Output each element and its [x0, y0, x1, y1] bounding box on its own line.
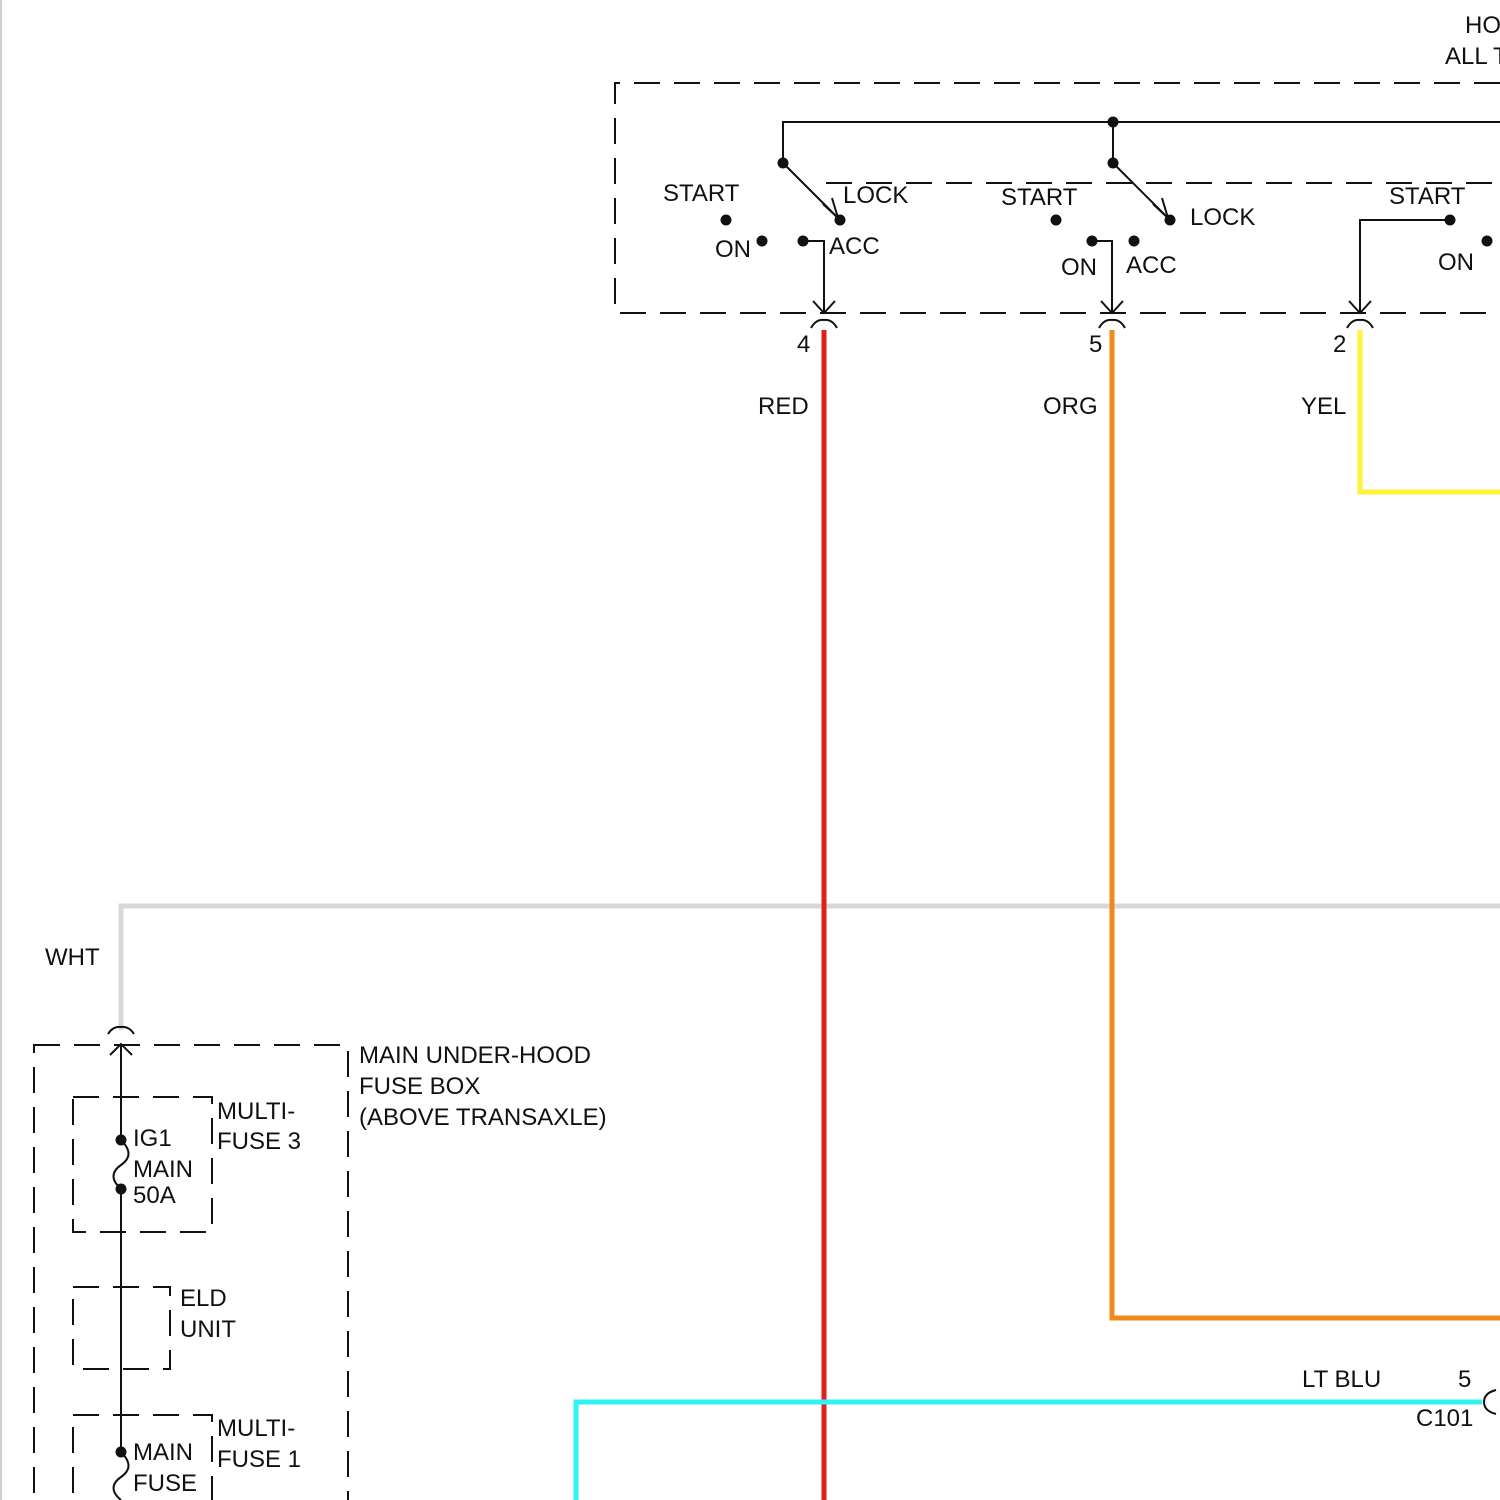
ltblu-wire: [576, 1402, 1482, 1500]
multi-fuse-3-label-2: FUSE 3: [217, 1128, 301, 1155]
org-wire: [1112, 330, 1500, 1318]
ltblu-wire-label: LT BLU: [1302, 1366, 1381, 1393]
red-wire-label: RED: [758, 393, 809, 420]
switch-bus: [783, 122, 1500, 163]
fuse-box-title-line-1: MAIN UNDER-HOOD: [359, 1042, 591, 1069]
blade-arrow-2: [1153, 198, 1168, 218]
main-under-hood-fuse-box: MAIN UNDER-HOOD FUSE BOX (ABOVE TRANSAXL…: [34, 1027, 607, 1500]
title-line-1: HO: [1465, 12, 1500, 39]
start-label-1: START: [663, 180, 740, 207]
bus-junction: [1108, 117, 1119, 128]
connector-c101: 5 C101: [1416, 1366, 1496, 1432]
acc-label-2: ACC: [1126, 252, 1177, 279]
fuse-box-title-line-3: (ABOVE TRANSAXLE): [359, 1104, 607, 1131]
c101-pin-label: 5: [1458, 1366, 1471, 1393]
wht-wire: [121, 906, 1500, 1030]
yel-wire-label: YEL: [1301, 393, 1346, 420]
on-contact-1: [757, 236, 768, 247]
multi-fuse-1-label-2: FUSE 1: [217, 1446, 301, 1473]
multi-fuse-3-label-1: MULTI-: [217, 1098, 295, 1125]
multi-fuse-1: MAIN FUSE MULTI- FUSE 1: [73, 1415, 301, 1500]
eld-unit: ELD UNIT: [73, 1285, 236, 1369]
connector-5: [1099, 320, 1125, 328]
c101-name-label: C101: [1416, 1405, 1473, 1432]
main-fuse-symbol: [114, 1452, 129, 1500]
main-fuse-label-1: MAIN: [133, 1439, 193, 1466]
start-contact-2: [1051, 215, 1062, 226]
start-contact-1: [721, 215, 732, 226]
multi-fuse-3: IG1 MAIN 50A MULTI- FUSE 3: [73, 1097, 301, 1232]
ignition-switch: START LOCK ON ACC 4 START LOCK ON ACC 5: [615, 83, 1500, 358]
on-label-1: ON: [715, 236, 751, 263]
switch-section-3: START ON 2: [1333, 183, 1493, 358]
start-label-2: START: [1001, 184, 1078, 211]
multi-fuse-1-label-1: MULTI-: [217, 1415, 295, 1442]
fuse-box-connector: [108, 1027, 134, 1034]
lock-label-1: LOCK: [843, 182, 908, 209]
on-contact-3: [1482, 236, 1493, 247]
acc-label-1: ACC: [829, 233, 880, 260]
wht-wire-label: WHT: [45, 944, 100, 971]
ig1-label: IG1: [133, 1125, 172, 1152]
eld-label-2: UNIT: [180, 1316, 236, 1343]
acc-contact-2: [1129, 236, 1140, 247]
lock-label-2: LOCK: [1190, 204, 1255, 231]
fuse-rating-label: 50A: [133, 1182, 176, 1209]
start-lead-3: [1360, 220, 1450, 313]
fuse-box-title-line-2: FUSE BOX: [359, 1073, 480, 1100]
org-wire-label: ORG: [1043, 393, 1098, 420]
yel-wire: [1360, 330, 1500, 492]
wires: [121, 330, 1500, 1500]
switch-section-2: START LOCK ON ACC 5: [1001, 158, 1255, 359]
switch-section-1: START LOCK ON ACC 4: [663, 158, 908, 359]
blade-arrow-1: [823, 198, 838, 218]
fuse-box-outline: [34, 1045, 348, 1500]
connector-4: [811, 320, 837, 328]
connector-2: [1347, 320, 1373, 328]
title-line-2: ALL T: [1445, 43, 1500, 70]
c101-connector-symbol: [1484, 1390, 1496, 1414]
on-label-2: ON: [1061, 254, 1097, 281]
main-fuse-label-2: FUSE: [133, 1470, 197, 1497]
terminal-4-label: 4: [797, 331, 810, 358]
main-label: MAIN: [133, 1156, 193, 1183]
terminal-5-label: 5: [1089, 331, 1102, 358]
terminal-2-label: 2: [1333, 331, 1346, 358]
ig1-main-fuse-symbol: [114, 1140, 129, 1189]
start-label-3: START: [1389, 183, 1466, 210]
on-label-3: ON: [1438, 249, 1474, 276]
lock-contact-2: [1165, 215, 1176, 226]
lock-contact-1: [835, 215, 846, 226]
eld-label-1: ELD: [180, 1285, 227, 1312]
